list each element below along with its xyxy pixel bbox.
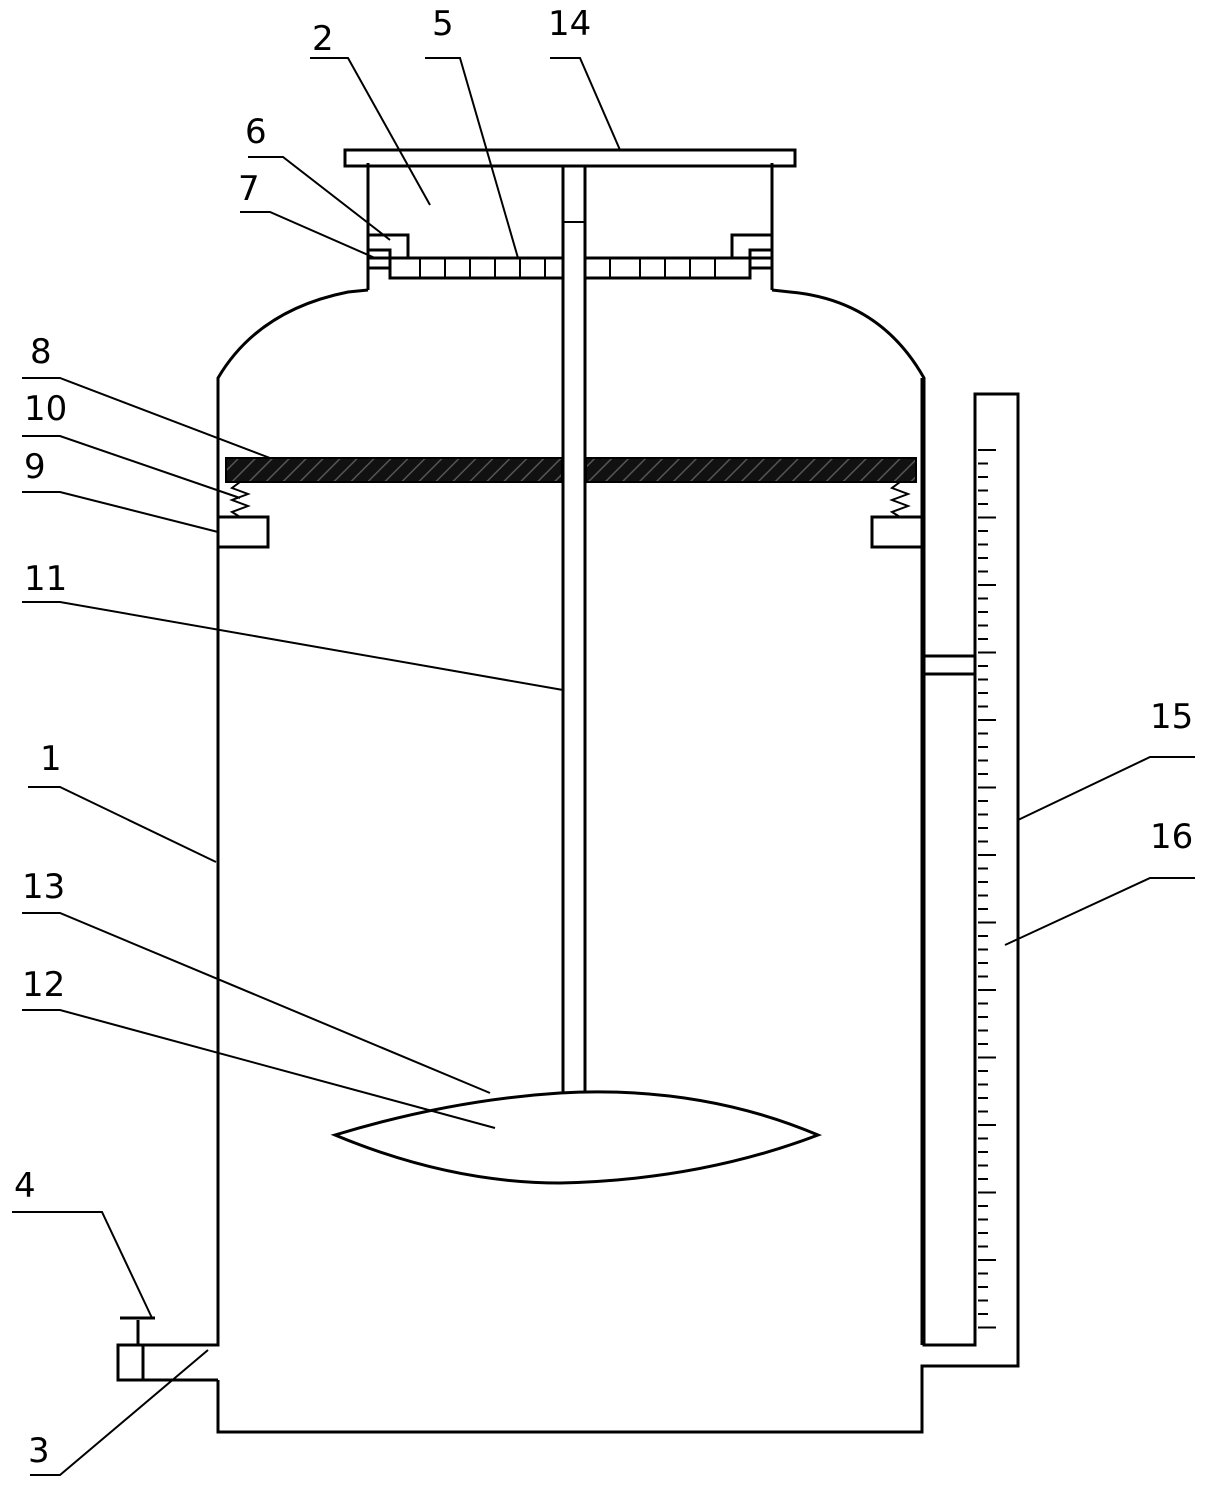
- label-5: 5: [432, 4, 454, 44]
- stirring-blade: [330, 1090, 823, 1185]
- label-1: 1: [40, 739, 62, 779]
- support-block-right: [870, 515, 924, 549]
- spring-right: [889, 481, 911, 518]
- outlet-valve: [120, 1316, 155, 1380]
- perforated-plate: [388, 256, 752, 280]
- support-block-left: [216, 515, 270, 549]
- label-8: 8: [30, 332, 52, 372]
- spring-left: [229, 481, 251, 518]
- label-16: 16: [1150, 817, 1193, 857]
- label-14: 14: [548, 4, 591, 44]
- label-3: 3: [28, 1431, 50, 1471]
- filter-screen-left: [225, 457, 563, 483]
- label-15: 15: [1150, 697, 1193, 737]
- seal-block-right: [748, 248, 774, 270]
- stirring-shaft: [561, 166, 587, 1093]
- label-12: 12: [22, 965, 65, 1005]
- seal-ring-left: [368, 233, 410, 260]
- leader-lines: [12, 57, 1195, 1476]
- label-2: 2: [312, 19, 334, 59]
- label-10: 10: [24, 389, 67, 429]
- gauge-connector: [924, 654, 975, 676]
- label-13: 13: [22, 867, 65, 907]
- scale-ticks: [978, 449, 996, 1329]
- seal-ring-right: [730, 233, 772, 260]
- label-11: 11: [24, 559, 67, 599]
- label-7: 7: [238, 169, 260, 209]
- seal-block-left: [366, 248, 392, 270]
- label-6: 6: [245, 112, 267, 152]
- label-4: 4: [14, 1166, 36, 1206]
- label-9: 9: [24, 447, 46, 487]
- filter-screen-right: [585, 457, 917, 483]
- outlet-pipe: [116, 1343, 218, 1382]
- tank-body: [208, 288, 1020, 1434]
- feed-neck: [366, 163, 774, 290]
- top-handle-plate: [343, 148, 797, 168]
